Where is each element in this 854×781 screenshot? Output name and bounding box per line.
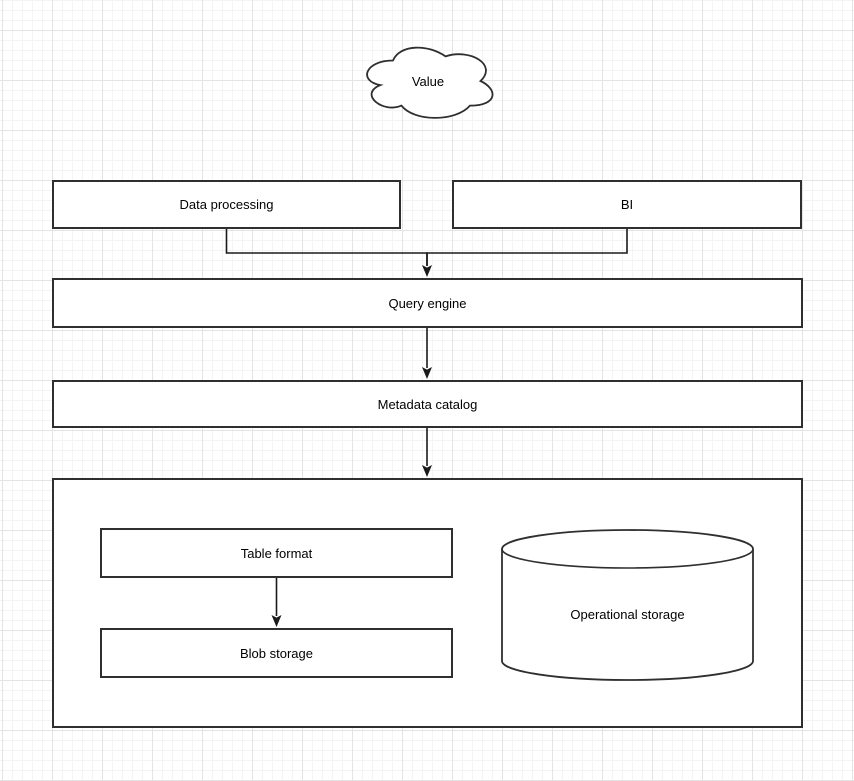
arrowhead xyxy=(422,465,432,477)
node-metadata-catalog-label: Metadata catalog xyxy=(377,396,478,412)
node-query-engine-label: Query engine xyxy=(388,295,467,311)
node-data-processing-label: Data processing xyxy=(179,197,274,212)
cylinder-body xyxy=(501,529,754,681)
edge-metadata-catalog-to-storage-container[interactable] xyxy=(422,428,432,477)
edge-query-engine-to-metadata-catalog[interactable] xyxy=(422,328,432,379)
operational-storage-cylinder[interactable] xyxy=(501,529,754,681)
node-table-format-label: Table format xyxy=(240,545,313,561)
edge-bi-to-query-engine[interactable] xyxy=(422,229,628,277)
arrowhead xyxy=(271,615,282,627)
cloud-shape[interactable] xyxy=(366,46,494,119)
node-blob-storage[interactable]: Blob storage xyxy=(100,628,453,678)
node-bi[interactable]: BI xyxy=(452,180,802,229)
cylinder-top-rim xyxy=(501,548,754,569)
node-data-processing[interactable]: Data processing xyxy=(52,180,401,229)
node-metadata-catalog[interactable]: Metadata catalog xyxy=(52,380,803,428)
node-bi-label: BI xyxy=(620,197,634,212)
node-blob-storage-label: Blob storage xyxy=(240,645,313,661)
arrowhead xyxy=(422,367,432,379)
edge-table-format-to-blob-storage[interactable] xyxy=(271,578,282,627)
node-table-format[interactable]: Table format xyxy=(100,528,453,578)
node-query-engine[interactable]: Query engine xyxy=(52,278,803,328)
arrowhead xyxy=(422,265,432,277)
edge-data-processing-to-query-engine[interactable] xyxy=(225,229,428,266)
